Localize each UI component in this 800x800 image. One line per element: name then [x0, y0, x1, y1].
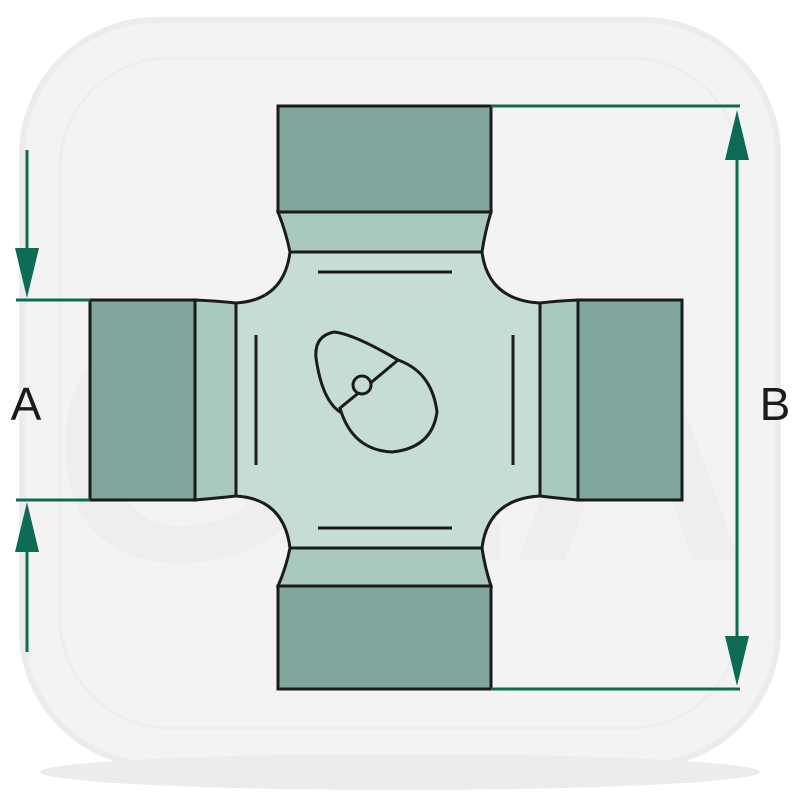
collar-left — [193, 298, 238, 502]
bearing-cap-top — [276, 104, 493, 214]
collar-right — [538, 298, 580, 502]
dimension-b-label: B — [760, 378, 791, 430]
dimension-b-arrowhead-bottom — [725, 636, 749, 686]
bearing-cap-right — [576, 298, 684, 502]
dimension-b-arrowhead-top — [725, 110, 749, 160]
dimension-b: B — [491, 104, 791, 691]
dimension-a-arrowhead-bottom — [15, 502, 39, 552]
dimension-a-label: A — [11, 378, 42, 430]
collar-top — [275, 210, 494, 254]
grease-fitting-dome — [338, 358, 439, 454]
grease-fitting — [314, 330, 439, 454]
watermark-shadow — [40, 754, 760, 790]
bearing-cap-bottom — [276, 584, 493, 691]
collar-bottom — [275, 546, 494, 588]
grease-fitting-hole — [351, 374, 373, 396]
dimension-a-arrowhead-top — [15, 248, 39, 298]
bearing-cap-left — [88, 298, 197, 502]
dimension-a: A — [11, 150, 90, 652]
